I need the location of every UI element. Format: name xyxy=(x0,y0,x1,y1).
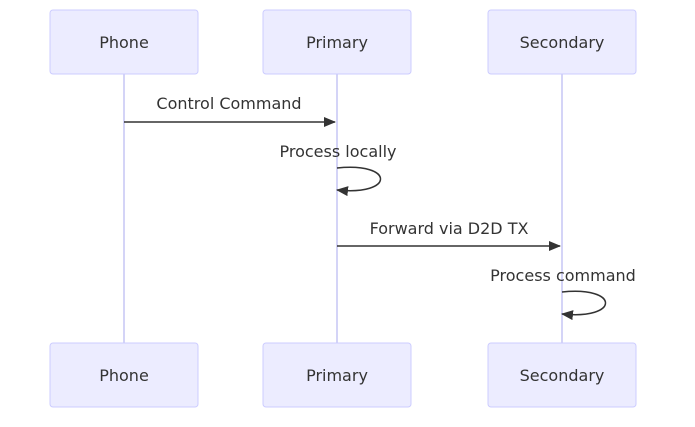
actor-label: Secondary xyxy=(520,366,605,385)
actor-secondary-bottom: Secondary xyxy=(487,342,637,408)
actor-box xyxy=(262,9,412,75)
actor-phone-top: Phone xyxy=(49,9,199,75)
actor-phone-bottom: Phone xyxy=(49,342,199,408)
actor-box xyxy=(262,342,412,408)
self-message-arrow xyxy=(336,166,381,197)
actor-label: Secondary xyxy=(520,33,605,52)
actor-label: Phone xyxy=(99,366,149,385)
actor-label: Primary xyxy=(306,366,368,385)
message-forward-d2d: Forward via D2D TX xyxy=(337,219,561,251)
message-process-locally: Process locally xyxy=(280,142,397,197)
message-process-command: Process command xyxy=(490,266,636,321)
actor-label: Primary xyxy=(306,33,368,52)
actor-secondary-top: Secondary xyxy=(487,9,637,75)
actor-label: Phone xyxy=(99,33,149,52)
message-label: Process locally xyxy=(280,142,397,161)
actor-primary-bottom: Primary xyxy=(262,342,412,408)
actor-box xyxy=(49,9,199,75)
actor-box xyxy=(487,9,637,75)
actor-primary-top: Primary xyxy=(262,9,412,75)
self-message-arrow xyxy=(561,290,606,321)
message-control-command: Control Command xyxy=(124,94,336,127)
message-label: Control Command xyxy=(156,94,301,113)
message-label: Process command xyxy=(490,266,636,285)
actor-box xyxy=(49,342,199,408)
message-label: Forward via D2D TX xyxy=(370,219,529,238)
actor-box xyxy=(487,342,637,408)
